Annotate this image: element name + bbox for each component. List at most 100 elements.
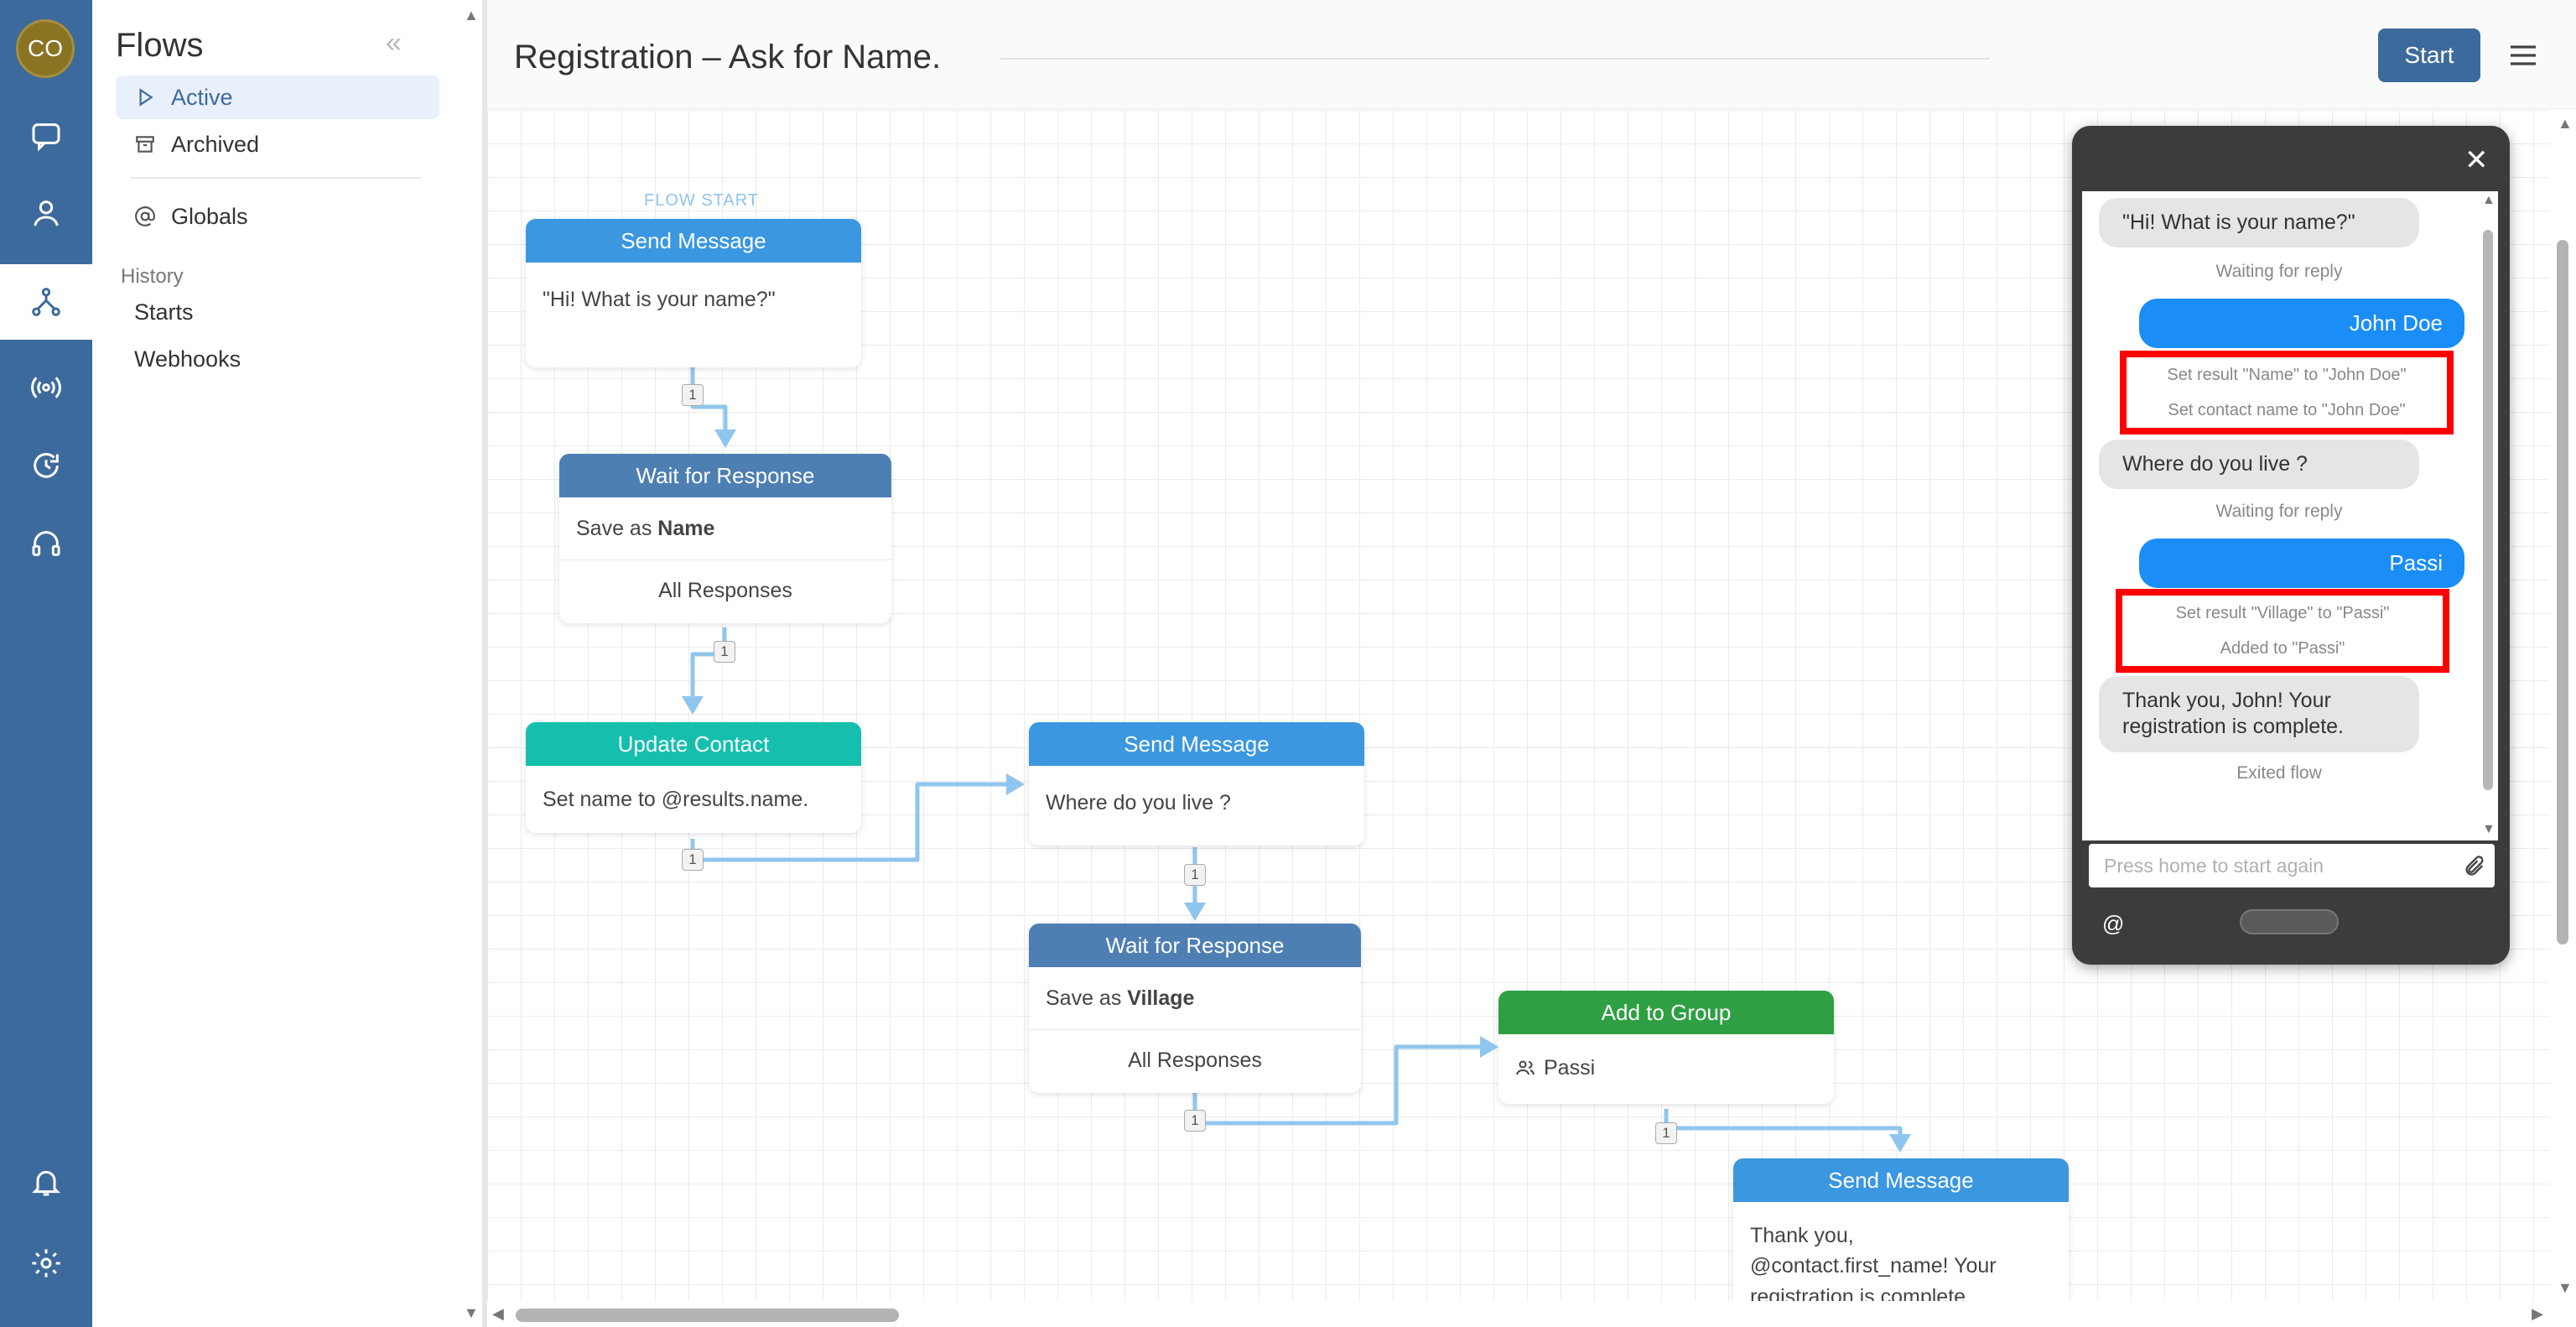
scroll-thumb[interactable] xyxy=(2557,240,2568,945)
event-text: Added to "Passi" xyxy=(2220,639,2345,658)
status-text: Exited flow xyxy=(2236,763,2322,783)
save-prefix: Save as xyxy=(576,516,658,540)
exit-count-badge[interactable]: 1 xyxy=(1184,1110,1206,1132)
node-body: Passi xyxy=(1498,1034,1834,1101)
panel-splitter[interactable] xyxy=(482,0,487,1327)
status-text: Waiting for reply xyxy=(2215,502,2343,521)
scroll-thumb[interactable] xyxy=(2483,230,2493,790)
flow-start-label: FLOW START xyxy=(644,191,760,210)
group-icon xyxy=(1516,1060,1535,1075)
canvas-vertical-scrollbar[interactable]: ▲ ▼ xyxy=(2550,110,2576,1327)
at-mention-icon[interactable]: @ xyxy=(2102,911,2125,936)
support-icon xyxy=(32,531,60,556)
node-save-row: Save as Village xyxy=(1029,967,1361,1029)
simulator-scrollbar[interactable]: ▲ ▼ xyxy=(2480,191,2496,840)
settings-nav-button[interactable] xyxy=(0,1226,92,1301)
support-nav-button[interactable] xyxy=(0,506,92,581)
node-body: Set name to @results.name. xyxy=(543,788,809,811)
sidebar-item-label: Globals xyxy=(171,203,248,229)
node-update-contact[interactable]: Update Contact Set name to @results.name… xyxy=(526,722,861,833)
sidebar-item-starts[interactable]: Starts xyxy=(116,290,439,334)
node-body: "Hi! What is your name?" xyxy=(543,288,776,311)
sidebar-divider xyxy=(131,177,421,179)
group-name: Passi xyxy=(1544,1056,1596,1080)
node-wait-for-response[interactable]: Wait for Response Save as Name All Respo… xyxy=(559,454,891,623)
scroll-thumb[interactable] xyxy=(516,1309,899,1322)
flows-sidebar: Flows « Active Archived Globals History … xyxy=(92,0,482,1327)
node-send-message[interactable]: Send Message Thank you, @contact.first_n… xyxy=(1733,1158,2069,1301)
play-icon xyxy=(134,86,156,108)
input-placeholder: Press home to start again xyxy=(2104,854,2324,877)
attachment-icon[interactable] xyxy=(2463,854,2486,877)
broadcast-nav-button[interactable] xyxy=(0,350,92,425)
outgoing-message: Passi xyxy=(2139,539,2464,588)
avatar[interactable]: CO xyxy=(16,19,75,78)
close-simulator-icon[interactable]: ✕ xyxy=(2464,144,2489,176)
bell-icon xyxy=(32,1170,60,1196)
flow-header: Registration – Ask for Name. Start xyxy=(487,0,2576,109)
history-section-label: History xyxy=(121,265,184,288)
collapse-sidebar-icon[interactable]: « xyxy=(386,27,402,59)
archive-icon xyxy=(134,133,156,155)
save-name: Name xyxy=(657,516,715,540)
node-send-message[interactable]: Send Message "Hi! What is your name?" xyxy=(526,219,861,367)
node-send-message[interactable]: Send Message Where do you live ? xyxy=(1029,722,1364,846)
node-header: Send Message xyxy=(526,219,861,263)
sidebar-item-globals[interactable]: Globals xyxy=(116,195,439,238)
sidebar-item-label: Active xyxy=(171,84,233,110)
home-button[interactable] xyxy=(2240,909,2339,934)
incoming-message: "Hi! What is your name?" xyxy=(2099,198,2419,248)
node-body: Thank you, @contact.first_name! Your reg… xyxy=(1750,1224,1997,1301)
app-rail: CO xyxy=(0,0,92,1327)
simulator-message-input[interactable]: Press home to start again xyxy=(2089,844,2495,887)
node-header: Update Contact xyxy=(526,722,861,766)
contacts-nav-button[interactable] xyxy=(0,175,92,251)
sidebar-item-webhooks[interactable]: Webhooks xyxy=(116,337,439,381)
sidebar-scrollbar[interactable]: ▲ ▼ xyxy=(459,0,482,1327)
contacts-icon xyxy=(34,200,59,226)
event-text: Set result "Village" to "Passi" xyxy=(2175,604,2390,622)
simulator-screen: "Hi! What is your name?" Waiting for rep… xyxy=(2082,191,2498,840)
node-body: Where do you live ? xyxy=(1046,791,1231,814)
flows-nav-button[interactable] xyxy=(0,264,92,340)
node-responses-row[interactable]: All Responses xyxy=(1029,1029,1361,1091)
start-button[interactable]: Start xyxy=(2378,29,2480,82)
scroll-down-icon[interactable]: ▼ xyxy=(464,1304,479,1321)
node-wait-for-response[interactable]: Wait for Response Save as Village All Re… xyxy=(1029,924,1361,1093)
hamburger-icon xyxy=(2511,45,2536,65)
scroll-left-icon[interactable]: ◀ xyxy=(492,1305,504,1322)
node-header: Send Message xyxy=(1733,1158,2069,1202)
menu-button[interactable] xyxy=(2506,39,2540,72)
node-responses-row[interactable]: All Responses xyxy=(559,559,891,622)
triggers-icon xyxy=(34,453,59,478)
scroll-right-icon[interactable]: ▶ xyxy=(2532,1305,2543,1322)
exit-count-badge[interactable]: 1 xyxy=(682,849,704,871)
sidebar-item-active[interactable]: Active xyxy=(116,75,439,119)
gear-icon xyxy=(32,1249,60,1278)
page-title: Registration – Ask for Name. xyxy=(514,39,942,75)
notifications-nav-button[interactable] xyxy=(0,1144,92,1220)
node-add-to-group[interactable]: Add to Group Passi xyxy=(1498,991,1834,1104)
scroll-up-icon[interactable]: ▲ xyxy=(2558,115,2573,132)
event-highlight-box: Set result "Name" to "John Doe" Set cont… xyxy=(2120,351,2454,435)
canvas-horizontal-scrollbar[interactable]: ◀ ▶ xyxy=(487,1301,2550,1327)
event-highlight-box: Set result "Village" to "Passi" Added to… xyxy=(2116,589,2449,673)
save-prefix: Save as xyxy=(1046,986,1128,1010)
exit-count-badge[interactable]: 1 xyxy=(1655,1122,1677,1144)
sidebar-item-archived[interactable]: Archived xyxy=(116,122,439,166)
node-header: Add to Group xyxy=(1498,991,1834,1034)
scroll-up-icon[interactable]: ▲ xyxy=(2482,193,2496,207)
event-text: Set result "Name" to "John Doe" xyxy=(2167,366,2407,384)
at-icon xyxy=(134,206,156,227)
scroll-up-icon[interactable]: ▲ xyxy=(464,7,479,23)
exit-count-badge[interactable]: 1 xyxy=(1184,864,1206,886)
exit-count-badge[interactable]: 1 xyxy=(682,384,704,406)
triggers-nav-button[interactable] xyxy=(0,428,92,503)
scroll-down-icon[interactable]: ▼ xyxy=(2482,822,2496,836)
scroll-down-icon[interactable]: ▼ xyxy=(2558,1279,2573,1296)
status-text: Waiting for reply xyxy=(2215,262,2343,281)
simulator-panel: ✕ "Hi! What is your name?" Waiting for r… xyxy=(2072,126,2510,965)
incoming-message: Where do you live ? xyxy=(2099,440,2419,490)
chat-nav-button[interactable] xyxy=(0,98,92,174)
exit-count-badge[interactable]: 1 xyxy=(714,641,735,663)
